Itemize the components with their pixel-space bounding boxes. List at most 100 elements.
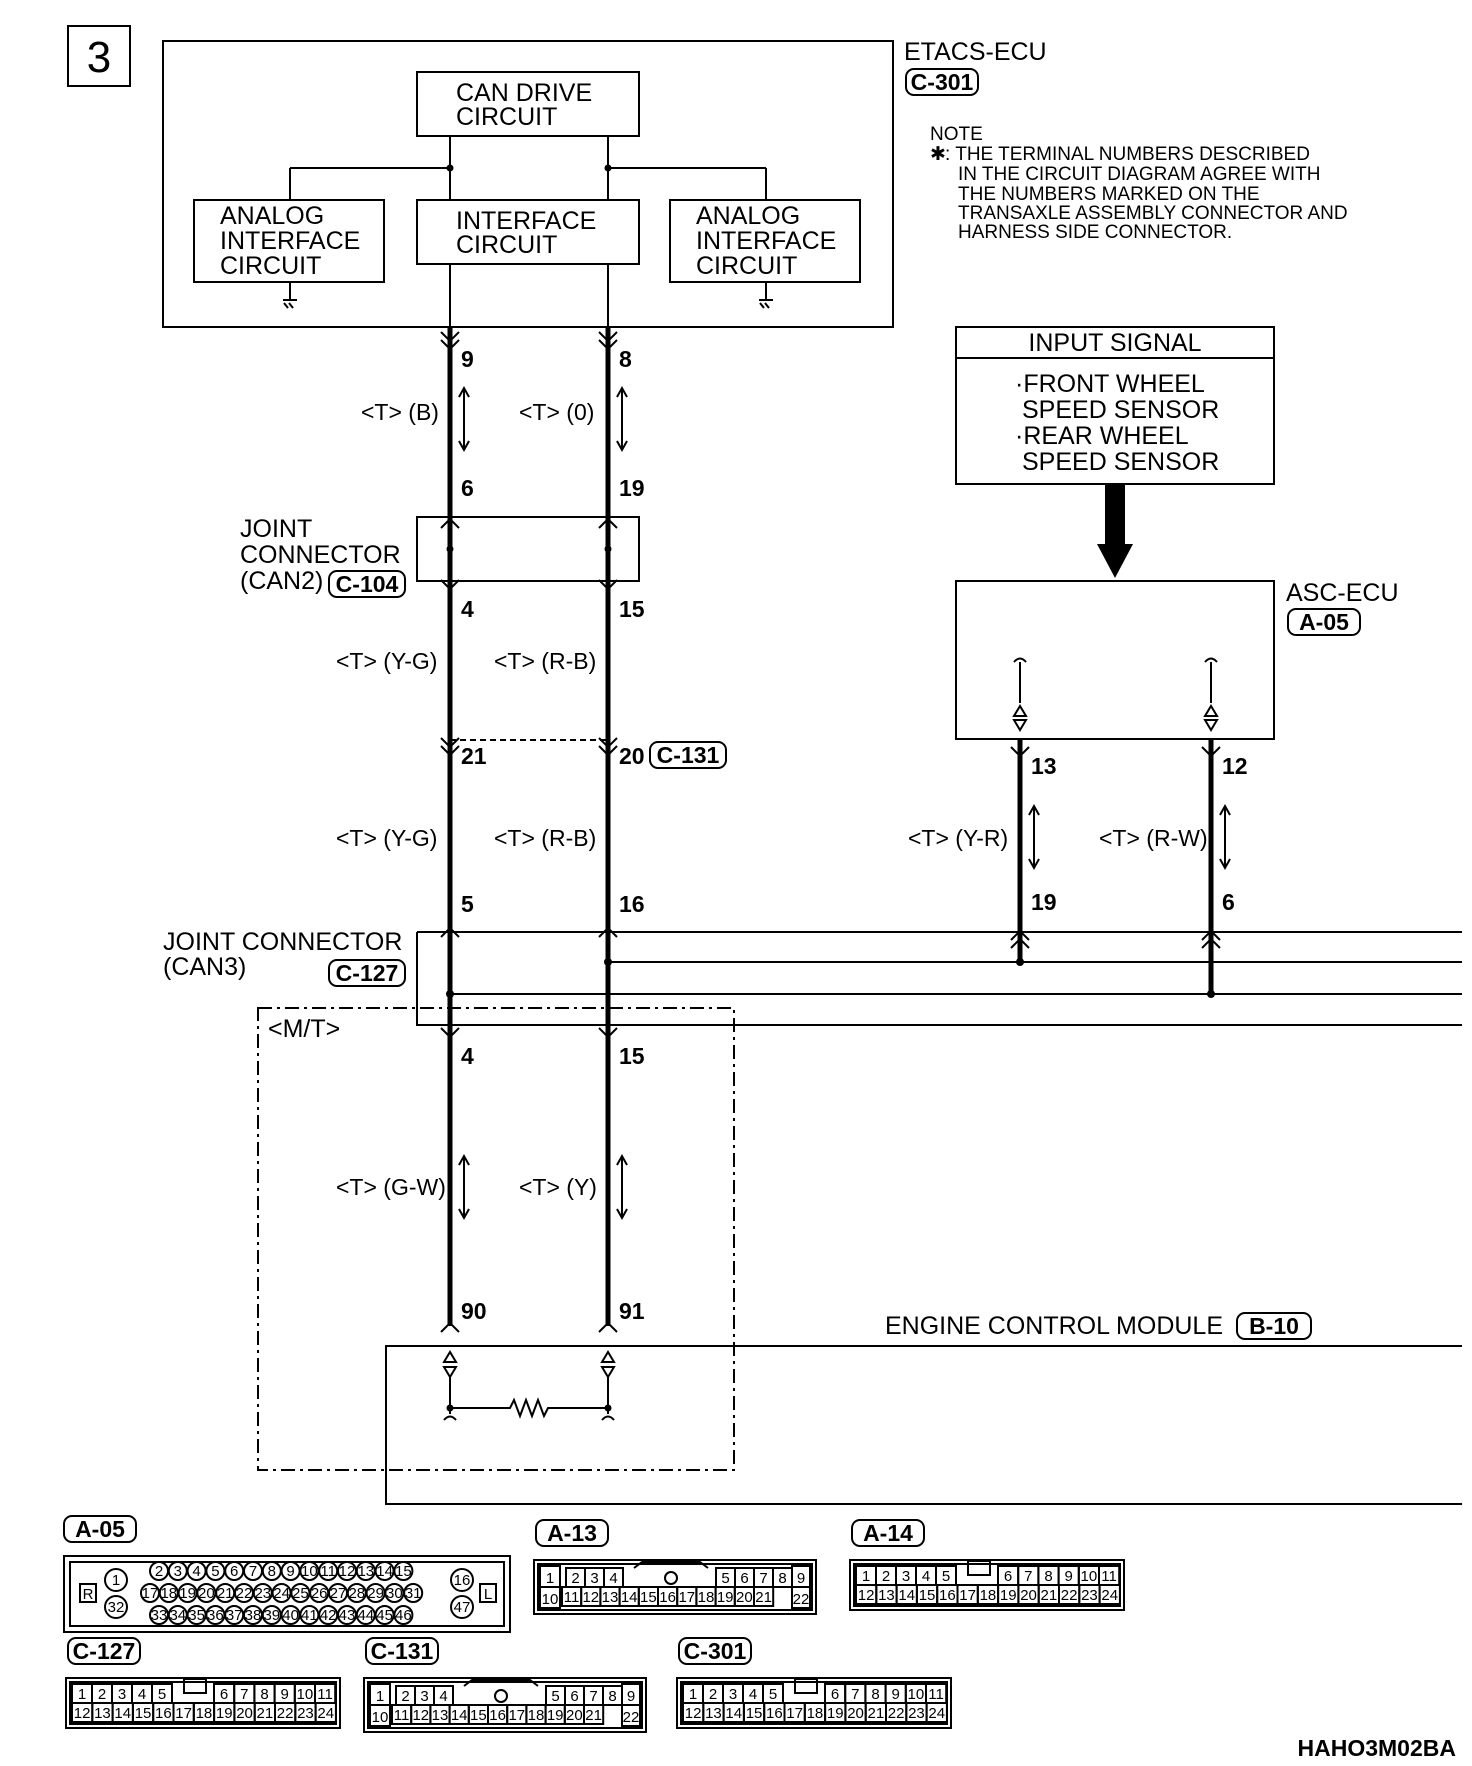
a14-pin-label: 19: [1000, 1587, 1017, 1604]
c301-pin-label: 14: [725, 1705, 742, 1722]
note-star: ✱: [930, 144, 946, 165]
analog-right-line1: ANALOG: [696, 202, 800, 230]
joint-can2-tag-frame: [328, 570, 406, 598]
a14-pin-label: 5: [942, 1568, 950, 1585]
c301-tag-frame: [678, 1637, 752, 1665]
c127-pin-label: 15: [135, 1705, 152, 1722]
a13-pin-label: 12: [582, 1589, 599, 1606]
c127-pin-label: 20: [236, 1705, 253, 1722]
a14-pin-label: 15: [919, 1587, 936, 1604]
pin-19: 19: [619, 475, 645, 501]
pin-21: 21: [461, 743, 487, 769]
c131-pin-label: 16: [489, 1707, 506, 1724]
a14-pin-label: 12: [858, 1587, 875, 1604]
a13-pin-label: 18: [698, 1589, 715, 1606]
pin-6-asc: 6: [1222, 889, 1235, 915]
c127-pin-label: 24: [317, 1705, 334, 1722]
c131-pin-label: 3: [420, 1688, 428, 1705]
analog-right-line2: INTERFACE: [696, 227, 836, 255]
ecm-tag: B-10: [1249, 1313, 1299, 1339]
svg-text:9: 9: [627, 1688, 635, 1705]
a14-pin-label: 9: [1065, 1568, 1073, 1585]
joint-can2-line2: CONNECTOR: [240, 541, 401, 569]
interface-line1: INTERFACE: [456, 207, 596, 235]
note-line1: : THE TERMINAL NUMBERS DESCRIBED: [945, 144, 1310, 165]
etacs-tag: C-301: [911, 69, 974, 95]
junction-dot: [446, 545, 454, 553]
svg-text:5: 5: [211, 1563, 219, 1580]
a13-pin-label: 2: [571, 1570, 579, 1587]
svg-text:6: 6: [230, 1563, 238, 1580]
c131-pin-label: 12: [412, 1707, 429, 1724]
c131-pin-label: 14: [451, 1707, 468, 1724]
c301-pin-label: 4: [749, 1686, 757, 1703]
a14-pin-label: 20: [1020, 1587, 1037, 1604]
c127-pin-label: 10: [297, 1686, 314, 1703]
wire-label-0: <T> (0): [519, 399, 594, 425]
a14-pin-label: 18: [980, 1587, 997, 1604]
svg-text:34: 34: [169, 1607, 186, 1624]
a13-pin-label: 13: [602, 1589, 619, 1606]
a14-pin-label: 1: [862, 1568, 870, 1585]
pin-6: 6: [461, 475, 474, 501]
svg-text:35: 35: [188, 1607, 205, 1624]
a13-pin-label: 11: [564, 1589, 580, 1606]
svg-text:44: 44: [357, 1607, 374, 1624]
svg-text:36: 36: [207, 1607, 224, 1624]
interface-line2: CIRCUIT: [456, 231, 557, 259]
svg-text:22: 22: [793, 1591, 810, 1608]
svg-text:45: 45: [376, 1607, 393, 1624]
a14-pin-label: 2: [882, 1568, 890, 1585]
diagram-code: HAHO3M02BA: [1298, 1735, 1456, 1761]
c301-pin-label: 17: [786, 1705, 803, 1722]
a13-pin-label: 5: [721, 1570, 729, 1587]
termination-resistor: [442, 1350, 616, 1421]
c131-pin-label: 7: [589, 1688, 597, 1705]
c127-pin-label: 18: [196, 1705, 213, 1722]
etacs-internal-wiring: [283, 136, 773, 327]
analog-interface-right-box: [669, 199, 861, 283]
etacs-ecu-title: ETACS-ECU: [904, 38, 1047, 66]
a14-pin-label: 6: [1004, 1568, 1012, 1585]
c301-pin-label: 15: [746, 1705, 763, 1722]
c301-pin-label: 20: [847, 1705, 864, 1722]
wire-label-y-r: <T> (Y-R): [908, 825, 1008, 851]
note-line3: THE NUMBERS MARKED ON THE: [958, 184, 1260, 205]
c127-pin-label: 14: [114, 1705, 131, 1722]
svg-text:39: 39: [263, 1607, 280, 1624]
c301-pin-label: 2: [709, 1686, 717, 1703]
c131-pin-label: 8: [608, 1688, 616, 1705]
a13-pin-label: 6: [740, 1570, 748, 1587]
c127-pin-label: 11: [317, 1686, 333, 1703]
c127-pin-label: 16: [155, 1705, 172, 1722]
c127-cell: [314, 1702, 337, 1723]
a14-pin-label: 13: [878, 1587, 895, 1604]
svg-text:31: 31: [405, 1585, 422, 1602]
a14-pin-label: 7: [1024, 1568, 1032, 1585]
c131-pin-label: 19: [547, 1707, 564, 1724]
c127-tag: C-127: [73, 1638, 136, 1664]
c127-tag-frame: [67, 1637, 141, 1665]
c301-pin-label: 5: [769, 1686, 777, 1703]
wire-label-y-g-2: <T> (Y-G): [336, 825, 437, 851]
c131-pin-label: 17: [508, 1707, 525, 1724]
c131-tag-frame: [649, 741, 727, 769]
c131-pin-label: 2: [401, 1688, 409, 1705]
svg-text:8: 8: [268, 1563, 276, 1580]
asc-tag: A-05: [1299, 609, 1349, 635]
a05-tag-frame: [63, 1515, 137, 1543]
c301-pin-label: 11: [928, 1686, 944, 1703]
c131-pin-label: 21: [585, 1707, 602, 1724]
page-number-box: [67, 25, 131, 87]
svg-text:40: 40: [282, 1607, 299, 1624]
pin-13: 13: [1031, 753, 1057, 779]
svg-text:28: 28: [348, 1585, 365, 1602]
c301-tag: C-301: [684, 1638, 747, 1664]
c127-pin-label: 6: [220, 1686, 228, 1703]
note-line5: HARNESS SIDE CONNECTOR.: [958, 222, 1232, 243]
a13-pin-label: 14: [621, 1589, 638, 1606]
svg-text:46: 46: [395, 1607, 412, 1624]
can-drive-line1: CAN DRIVE: [456, 79, 592, 107]
